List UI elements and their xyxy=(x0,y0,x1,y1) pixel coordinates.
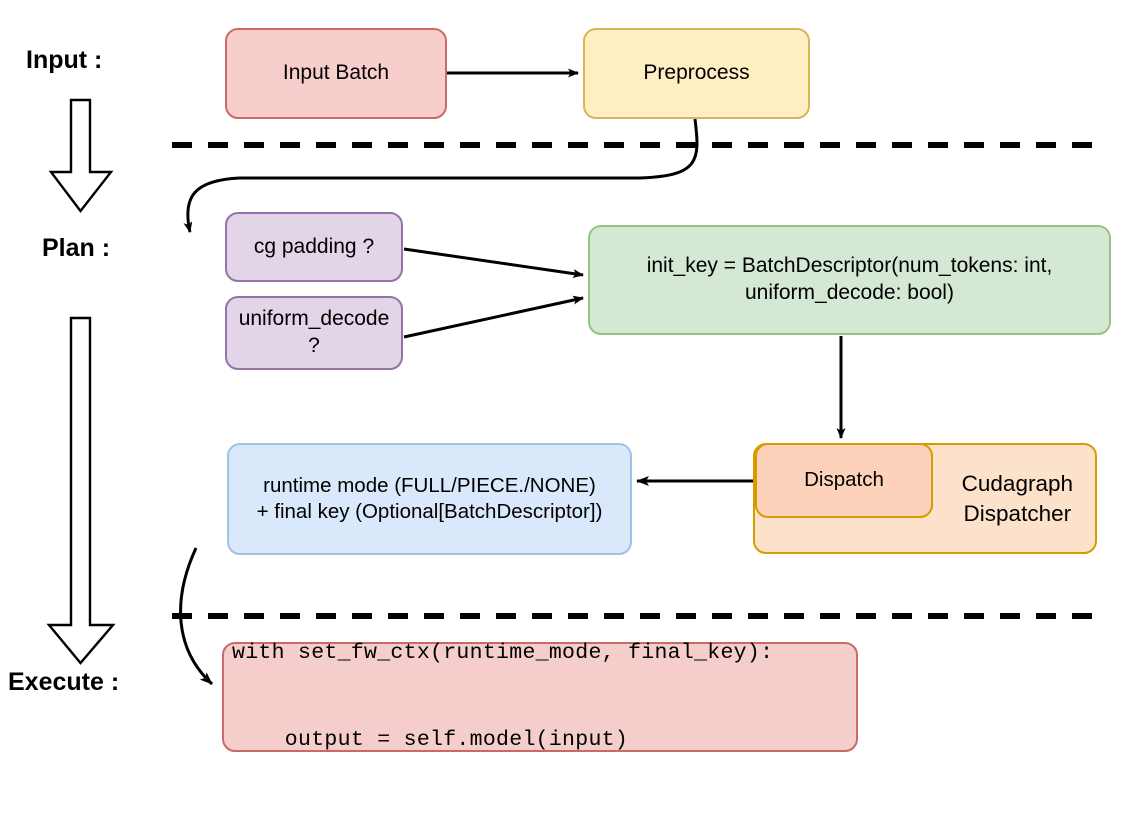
node-init-key-line-1: init_key = BatchDescriptor(num_tokens: i… xyxy=(646,254,1053,278)
stage-label-input: Input : xyxy=(26,46,103,74)
node-cudagraph-dispatcher-line-1: Cudagraph xyxy=(961,471,1073,497)
node-init-key-line-2: uniform_decode: bool) xyxy=(745,281,954,304)
code-line-2: output = self.model(input) xyxy=(232,728,629,753)
node-init-key[interactable]: init_key = BatchDescriptor(num_tokens: i… xyxy=(588,225,1111,335)
node-cg-padding[interactable]: cg padding ? xyxy=(225,212,403,282)
edge-uniform-decode-to-init-key xyxy=(403,295,584,339)
node-preprocess-label: Preprocess xyxy=(643,61,750,85)
node-dispatch[interactable]: Dispatch xyxy=(755,443,933,518)
node-uniform-decode[interactable]: uniform_decode ? xyxy=(225,296,403,370)
node-uniform-decode-label: uniform_decode ? xyxy=(238,307,390,357)
code-line-1: with set_fw_ctx(runtime_mode, final_key)… xyxy=(232,640,774,665)
node-runtime-mode-line-2: + final key (Optional[BatchDescriptor]) xyxy=(256,500,603,523)
stage-label-execute: Execute : xyxy=(8,668,120,696)
node-code-block[interactable]: with set_fw_ctx(runtime_mode, final_key)… xyxy=(222,640,858,753)
node-input-batch-label: Input Batch xyxy=(282,61,390,85)
edge-runtime-mode-to-code-block xyxy=(179,547,214,686)
node-cg-padding-label: cg padding ? xyxy=(253,234,375,258)
node-preprocess[interactable]: Preprocess xyxy=(583,28,810,119)
plan-to-execute-arrow xyxy=(46,316,116,665)
node-runtime-mode-line-1: runtime mode (FULL/PIECE./NONE) xyxy=(263,473,596,497)
node-dispatch-label: Dispatch xyxy=(804,468,884,492)
input-to-plan-arrow xyxy=(48,98,114,213)
diagram-canvas xyxy=(46,68,1102,686)
node-cudagraph-dispatcher-line-2: Dispatcher xyxy=(963,500,1072,526)
stage-label-plan: Plan : xyxy=(42,234,111,262)
node-runtime-mode[interactable]: runtime mode (FULL/PIECE./NONE) + final … xyxy=(227,443,632,555)
node-input-batch[interactable]: Input Batch xyxy=(225,28,447,119)
edge-cg-padding-to-init-key xyxy=(403,247,584,279)
edge-preprocess-to-cg-padding xyxy=(183,118,699,233)
